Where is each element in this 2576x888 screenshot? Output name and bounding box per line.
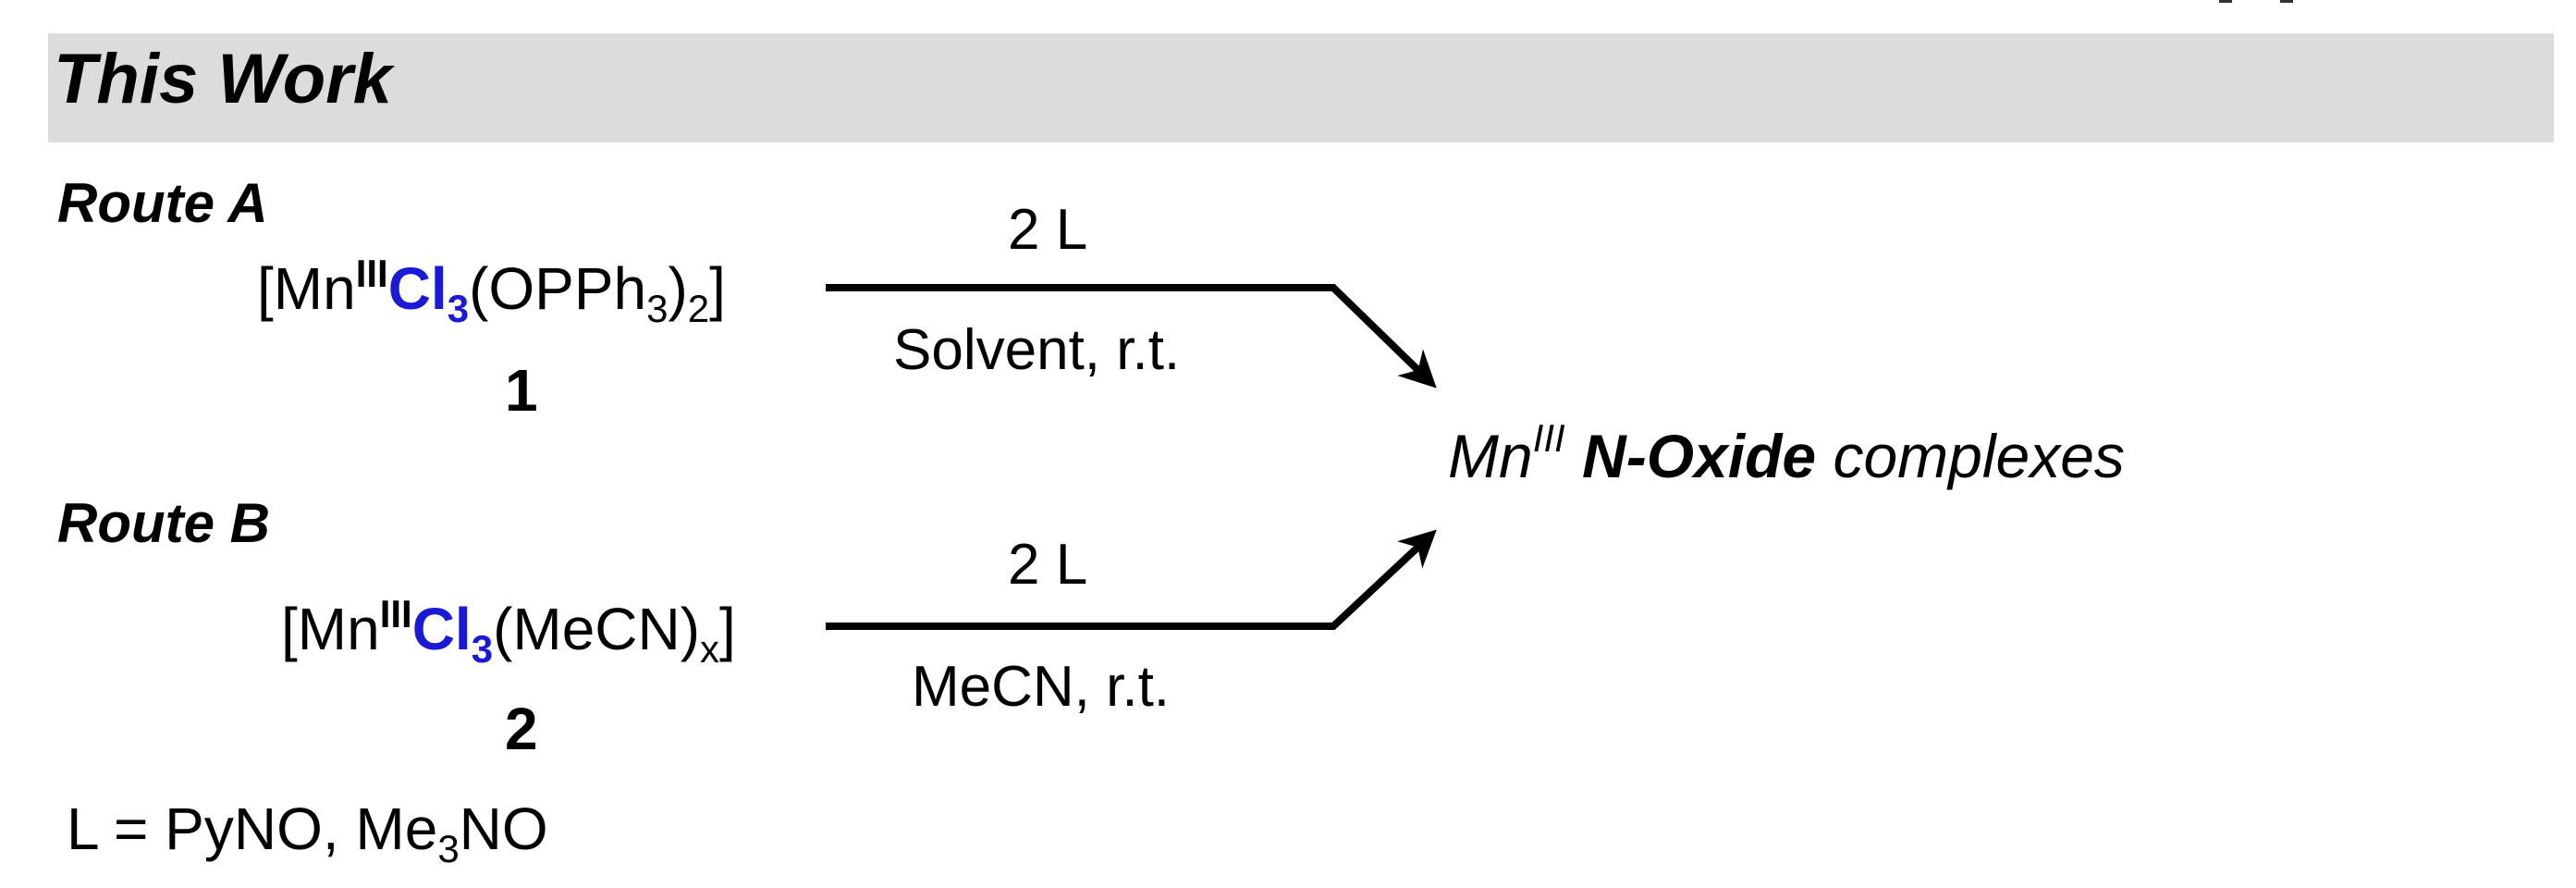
- reactant-a-open: [Mn: [257, 255, 356, 322]
- edge-mark-2: [2280, 0, 2293, 8]
- route-b-label: Route B: [57, 492, 270, 554]
- reactant-a-ligand-count: 3: [646, 287, 669, 330]
- route-b-reagent: 2 L: [1008, 533, 1088, 597]
- reactant-a-cl-count: 3: [447, 287, 470, 330]
- reactant-b-cl: Cl: [411, 596, 472, 662]
- reactant-b-chloride: Cl3: [411, 596, 493, 669]
- compound-number-1: 1: [505, 357, 538, 424]
- compound-number-2: 2: [505, 696, 538, 762]
- product-label: MnIII N-Oxide complexes: [1448, 419, 2125, 487]
- reactant-b-cl-count: 3: [471, 627, 494, 671]
- reactant-a-close: ]: [709, 255, 726, 322]
- reactant-a-cl: Cl: [387, 255, 448, 322]
- product-rest: complexes: [1833, 422, 2125, 490]
- reactant-a-oxidation: III: [355, 252, 388, 295]
- route-a-arrow: [826, 284, 1437, 388]
- edge-mark-1: [2219, 0, 2232, 8]
- route-a-conditions: Solvent, r.t.: [893, 318, 1181, 382]
- product-oxide: N-Oxide: [1582, 422, 1817, 490]
- reactant-b-mult: x: [700, 627, 720, 671]
- reactant-b-ligand: (MeCN): [493, 596, 701, 662]
- reactant-b-oxidation: III: [379, 592, 412, 635]
- route-b-reactant: [MnIIICl3(MeCN)x]: [281, 595, 736, 669]
- ligand-sub: 3: [437, 827, 460, 870]
- route-a-label: Route A: [57, 172, 268, 234]
- ligand-suffix: NO: [459, 796, 548, 862]
- reactant-b-open: [Mn: [281, 596, 380, 662]
- reactant-a-mult: 2: [687, 287, 710, 330]
- route-b-conditions: MeCN, r.t.: [912, 655, 1171, 719]
- ligand-definition: L = PyNO, Me3NO: [67, 799, 548, 869]
- route-a-reagent: 2 L: [1008, 198, 1088, 262]
- reactant-a-chloride: Cl3: [387, 255, 469, 328]
- page-title: This Work: [54, 40, 392, 118]
- ligand-prefix: L = PyNO, Me: [67, 796, 438, 862]
- product-metal: Mn: [1448, 422, 1533, 490]
- header-banner: This Work: [48, 33, 2554, 142]
- route-b-arrow: [826, 529, 1437, 630]
- product-oxidation: III: [1532, 416, 1565, 460]
- reactant-a-ligand: (OPPh: [469, 255, 647, 322]
- reactant-b-close: ]: [719, 596, 736, 662]
- route-a-reactant: [MnIIICl3(OPPh3)2]: [257, 254, 726, 328]
- reactant-a-paren: ): [668, 255, 688, 322]
